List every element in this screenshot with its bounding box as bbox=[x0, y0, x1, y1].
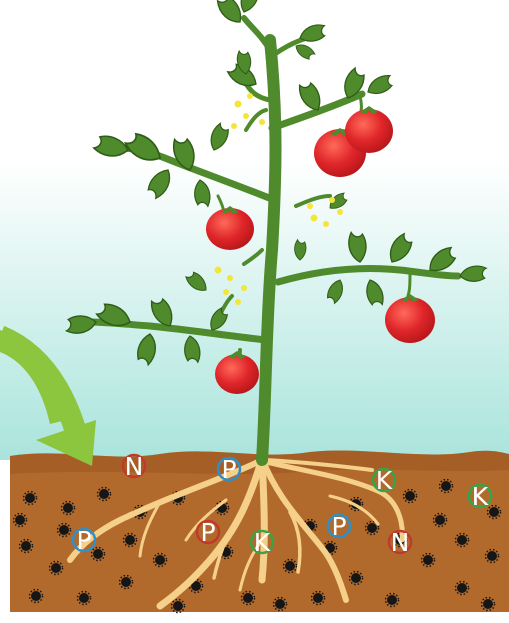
nutrient-n-marker: N bbox=[123, 452, 145, 481]
nutrient-symbol: P bbox=[200, 518, 215, 547]
nutrient-symbol: K bbox=[376, 466, 393, 495]
nutrient-symbol: P bbox=[221, 455, 236, 484]
nutrient-symbol: K bbox=[254, 528, 271, 557]
sky-background bbox=[0, 0, 509, 460]
nutrient-symbol: P bbox=[76, 526, 91, 555]
nutrient-symbol: P bbox=[331, 512, 346, 541]
nutrient-k-marker: K bbox=[469, 482, 491, 511]
nutrient-symbol: N bbox=[391, 528, 410, 557]
nutrient-symbol: N bbox=[125, 452, 144, 481]
nutrient-n-marker: N bbox=[389, 528, 411, 557]
nutrient-symbol: K bbox=[472, 482, 489, 511]
nutrient-k-marker: K bbox=[251, 528, 273, 557]
nutrient-k-marker: K bbox=[373, 466, 395, 495]
